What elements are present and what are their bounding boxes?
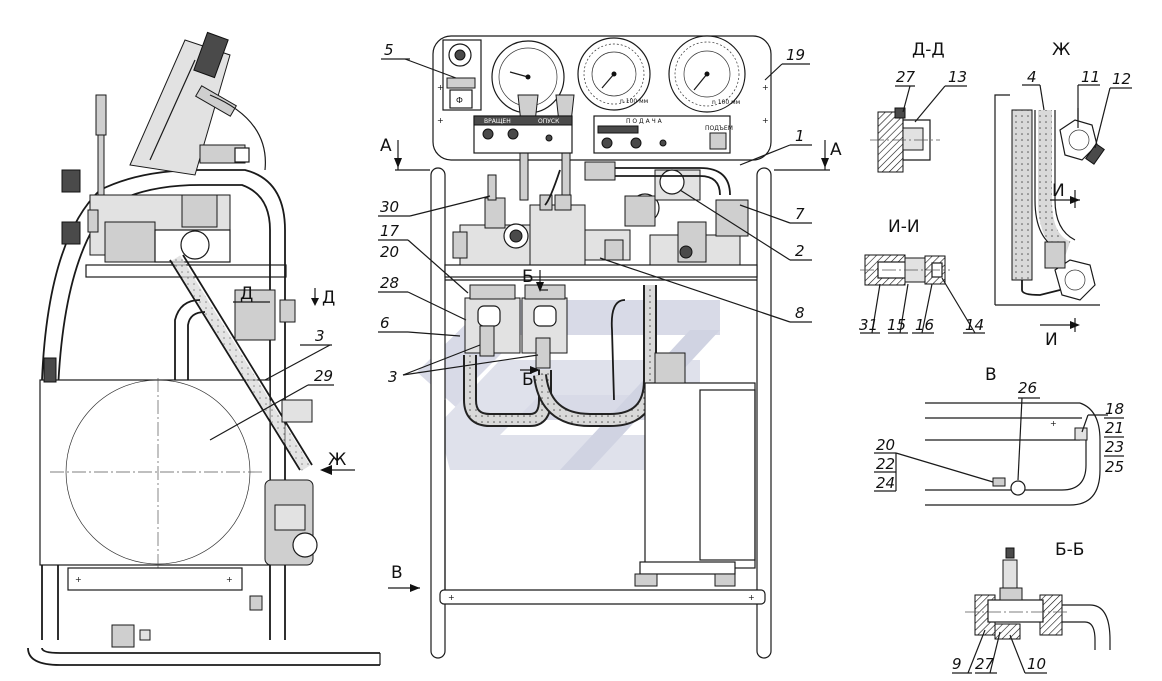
callout-5: 5 xyxy=(384,41,394,59)
svg-text:+: + xyxy=(1050,419,1057,428)
callout-3-side: 3 xyxy=(315,327,325,345)
view-title-v: В xyxy=(985,365,997,385)
rpm-right-label: n 100 мм xyxy=(712,99,740,106)
view-zh: Ж 4 11 12 И И xyxy=(994,40,1132,350)
view-arrow-v: В xyxy=(391,563,403,583)
callout-8: 8 xyxy=(795,304,805,322)
section-mark-b-top: Б xyxy=(522,267,534,287)
callout-21: 21 xyxy=(1105,419,1124,437)
callout-1: 1 xyxy=(795,127,805,145)
callout-15: 15 xyxy=(887,316,906,334)
side-view: ++ xyxy=(27,31,381,666)
callout-23: 23 xyxy=(1105,438,1124,456)
rpm-left-label: n 100 мм xyxy=(620,98,648,105)
view-d-d: Д-Д 27 13 xyxy=(870,40,967,173)
callout-9: 9 xyxy=(952,655,962,673)
section-mark-a-left: А xyxy=(380,136,392,156)
callout-25: 25 xyxy=(1105,458,1124,476)
callout-19: 19 xyxy=(786,46,805,64)
svg-text:+: + xyxy=(437,83,444,92)
callout-16: 16 xyxy=(915,316,934,334)
svg-text:+: + xyxy=(75,575,82,584)
view-v: В + 26 18 21 23 25 20 22 24 xyxy=(874,365,1124,506)
callout-28: 28 xyxy=(380,274,399,292)
view-title-bb: Б-Б xyxy=(1055,540,1084,560)
svg-text:+: + xyxy=(226,575,233,584)
callout-29: 29 xyxy=(314,367,333,385)
callout-6: 6 xyxy=(380,314,390,332)
section-mark-i-top: И xyxy=(1052,181,1065,201)
svg-text:+: + xyxy=(762,116,769,125)
view-title-zh: Ж xyxy=(1052,40,1070,60)
callout-20-front: 20 xyxy=(380,243,399,261)
callout-3-front: 3 xyxy=(388,368,398,386)
panel-feed-label: П О Д А Ч А xyxy=(626,118,663,125)
callout-31: 31 xyxy=(859,316,878,334)
panel-rotation-label: ВРАЩЕН xyxy=(484,118,511,125)
front-view: + + + + Ф n 100 мм n 100 мм xyxy=(378,35,842,659)
svg-text:+: + xyxy=(748,593,755,602)
section-mark-d-left: Д xyxy=(240,284,253,304)
view-b-b: Б-Б 9 27 10 xyxy=(952,540,1111,674)
section-mark-d-right: Д xyxy=(322,288,335,308)
callout-27-dd: 27 xyxy=(896,68,916,86)
callout-12: 12 xyxy=(1112,70,1131,88)
panel-lifting-label: ПОДЪЕМ xyxy=(705,125,733,132)
callout-30: 30 xyxy=(380,198,399,216)
callout-4: 4 xyxy=(1027,68,1037,86)
svg-text:Ф: Ф xyxy=(456,96,463,105)
callout-18: 18 xyxy=(1105,400,1124,418)
callout-2: 2 xyxy=(795,242,805,260)
view-title-ii: И-И xyxy=(888,217,920,237)
view-i-i: И-И 31 15 16 14 xyxy=(859,217,985,334)
svg-text:+: + xyxy=(437,116,444,125)
callout-11: 11 xyxy=(1081,68,1100,86)
callout-22: 22 xyxy=(876,455,895,473)
svg-text:+: + xyxy=(448,593,455,602)
section-mark-b-bottom: Б xyxy=(522,370,534,390)
tank xyxy=(39,379,271,566)
section-mark-a-right: А xyxy=(830,140,842,160)
callout-13: 13 xyxy=(948,68,967,86)
callout-24: 24 xyxy=(876,474,895,492)
view-title-dd: Д-Д xyxy=(912,40,945,60)
section-mark-i-bottom: И xyxy=(1045,330,1058,350)
panel-lowering-label: ОПУСК xyxy=(538,118,560,125)
callout-27-bb: 27 xyxy=(975,655,995,673)
view-arrow-zh: Ж xyxy=(328,450,346,470)
callout-26: 26 xyxy=(1018,379,1037,397)
callout-10: 10 xyxy=(1027,655,1046,673)
callout-7: 7 xyxy=(795,205,805,223)
callout-17: 17 xyxy=(380,222,400,240)
callout-20-v: 20 xyxy=(876,436,895,454)
callout-14: 14 xyxy=(965,316,984,334)
svg-text:+: + xyxy=(762,83,769,92)
